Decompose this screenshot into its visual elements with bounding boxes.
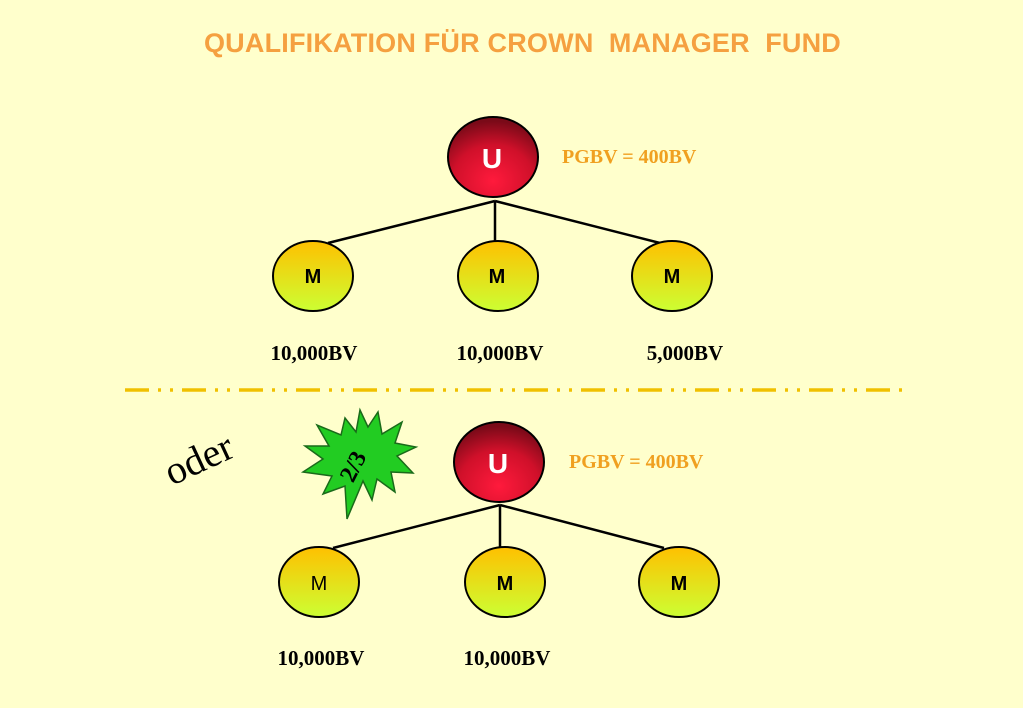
bottom-upline-node: U [453,421,545,503]
two-thirds-badge: 2/3 [300,407,419,520]
top-tree-connectors [327,199,661,245]
top-tree: U PGBV = 400BV M M M 10,000BV 10,000BV 5… [271,116,723,365]
bottom-bv-label-2: 10,000BV [464,646,551,670]
slide-title: QUALIFIKATION FÜR CROWN MANAGER FUND [203,28,842,58]
top-bv-label-1: 10,000BV [271,341,358,365]
top-manager-label-2: M [489,266,506,288]
bottom-tree-connectors [332,503,665,550]
top-manager-node-3: M [631,240,713,312]
connector-line [327,199,496,245]
top-bv-label-3: 5,000BV [647,341,723,365]
bottom-manager-node-2: M [464,546,546,618]
bottom-manager-label-2: M [497,573,514,595]
bottom-manager-node-3: M [638,546,720,618]
bottom-tree: U PGBV = 400BV M M M 10,000BV 10,000BV [278,421,720,670]
top-manager-label-3: M [664,266,681,288]
top-manager-label-1: M [305,266,322,288]
starburst-icon [300,407,419,520]
top-upline-node: U [447,116,539,198]
bottom-manager-label-3: M [671,573,688,595]
bottom-manager-node-1: M [278,546,360,618]
connector-line [499,503,665,550]
top-bv-label-2: 10,000BV [457,341,544,365]
connector-line [332,503,501,550]
top-pgbv-label: PGBV = 400BV [562,146,697,168]
bottom-pgbv-label: PGBV = 400BV [569,451,704,473]
or-label: oder [157,423,240,494]
bottom-bv-label-1: 10,000BV [278,646,365,670]
bottom-manager-label-1: M [311,573,328,595]
top-upline-label: U [482,143,502,174]
top-manager-node-1: M [272,240,354,312]
bottom-upline-label: U [488,448,508,479]
top-manager-node-2: M [457,240,539,312]
connector-line [494,199,661,245]
